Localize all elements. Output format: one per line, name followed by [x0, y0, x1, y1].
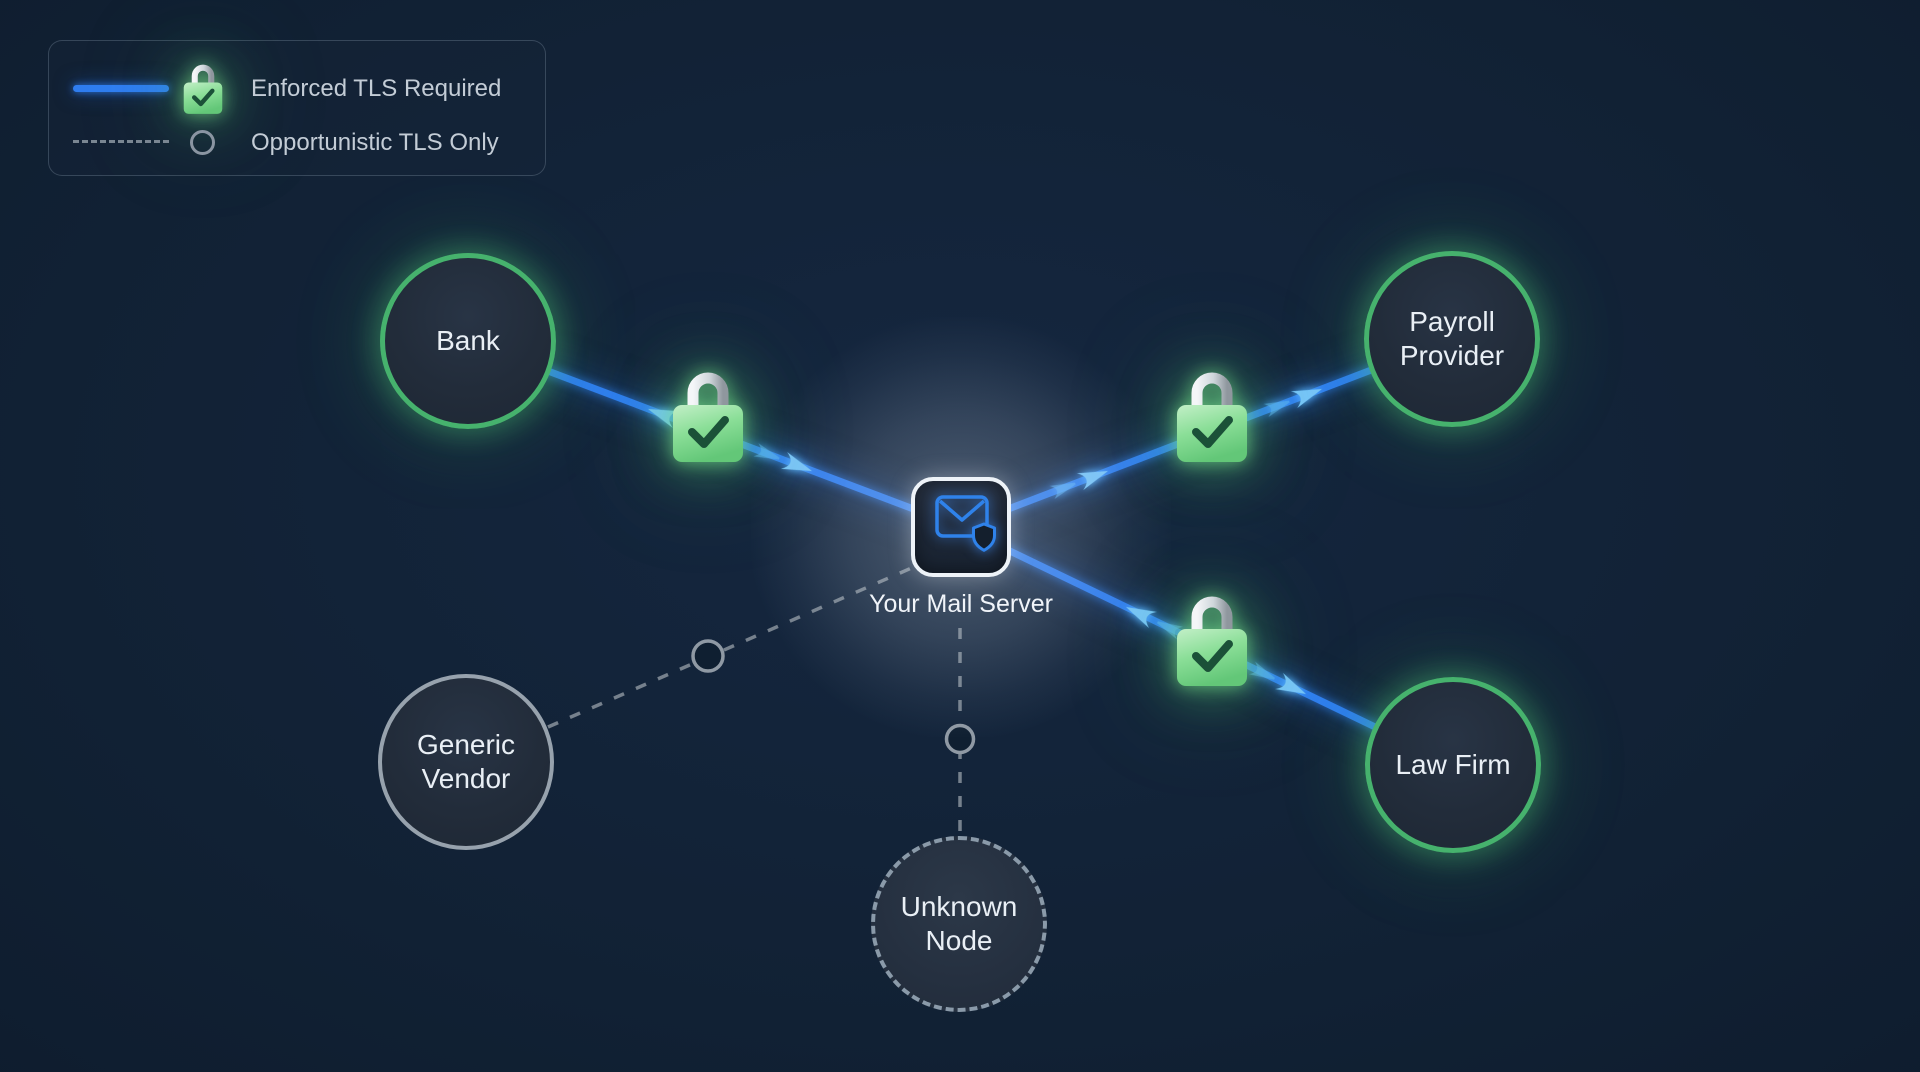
- flow-arrow-icon: [1248, 661, 1306, 694]
- enforced-line-sample: [73, 85, 169, 92]
- edge-vendor-line: [547, 564, 917, 729]
- node-mail-server[interactable]: [911, 477, 1011, 577]
- node-unknown-label: Unknown Node: [900, 891, 1018, 956]
- server-label: Your Mail Server: [869, 590, 1053, 618]
- edge-unknown-line: [944, 628, 976, 842]
- lock-check-icon: [1177, 596, 1247, 686]
- opportunistic-line-sample: [73, 140, 169, 143]
- node-generic-vendor[interactable]: Generic Vendor: [378, 674, 554, 850]
- legend-label-opportunistic: Opportunistic TLS Only: [251, 129, 499, 156]
- flow-arrow-icon: [1049, 471, 1108, 500]
- node-payroll-label: Payroll Provider: [1399, 306, 1505, 371]
- node-vendor-label: Generic Vendor: [416, 729, 516, 794]
- node-unknown[interactable]: Unknown Node: [871, 836, 1047, 1012]
- flow-arrow-icon: [753, 443, 812, 471]
- node-bank[interactable]: Bank: [380, 253, 556, 429]
- legend: Enforced TLS Required Opportunistic TLS …: [48, 40, 546, 176]
- legend-label-enforced: Enforced TLS Required: [251, 75, 502, 102]
- lock-check-icon: [1177, 372, 1247, 462]
- opportunistic-relay-circle: [691, 639, 725, 673]
- node-law-firm[interactable]: Law Firm: [1365, 677, 1541, 853]
- tls-lock-badge-bank: [668, 364, 748, 464]
- tls-lock-badge-payroll: [1172, 364, 1252, 464]
- tls-lock-badge-lawfirm: [1172, 588, 1252, 688]
- mail-shield-icon: [935, 495, 996, 552]
- node-payroll-provider[interactable]: Payroll Provider: [1364, 251, 1540, 427]
- legend-lock-badge: [181, 60, 225, 115]
- flow-arrow-icon: [1263, 389, 1322, 418]
- opportunistic-relay-circle: [944, 723, 976, 755]
- flow-arrow-icon: [1126, 607, 1184, 640]
- open-circle-icon: [190, 130, 215, 155]
- lock-check-icon: [673, 372, 743, 462]
- node-lawfirm-label: Law Firm: [1395, 749, 1511, 781]
- lock-check-icon: [183, 64, 223, 114]
- node-bank-label: Bank: [436, 325, 500, 357]
